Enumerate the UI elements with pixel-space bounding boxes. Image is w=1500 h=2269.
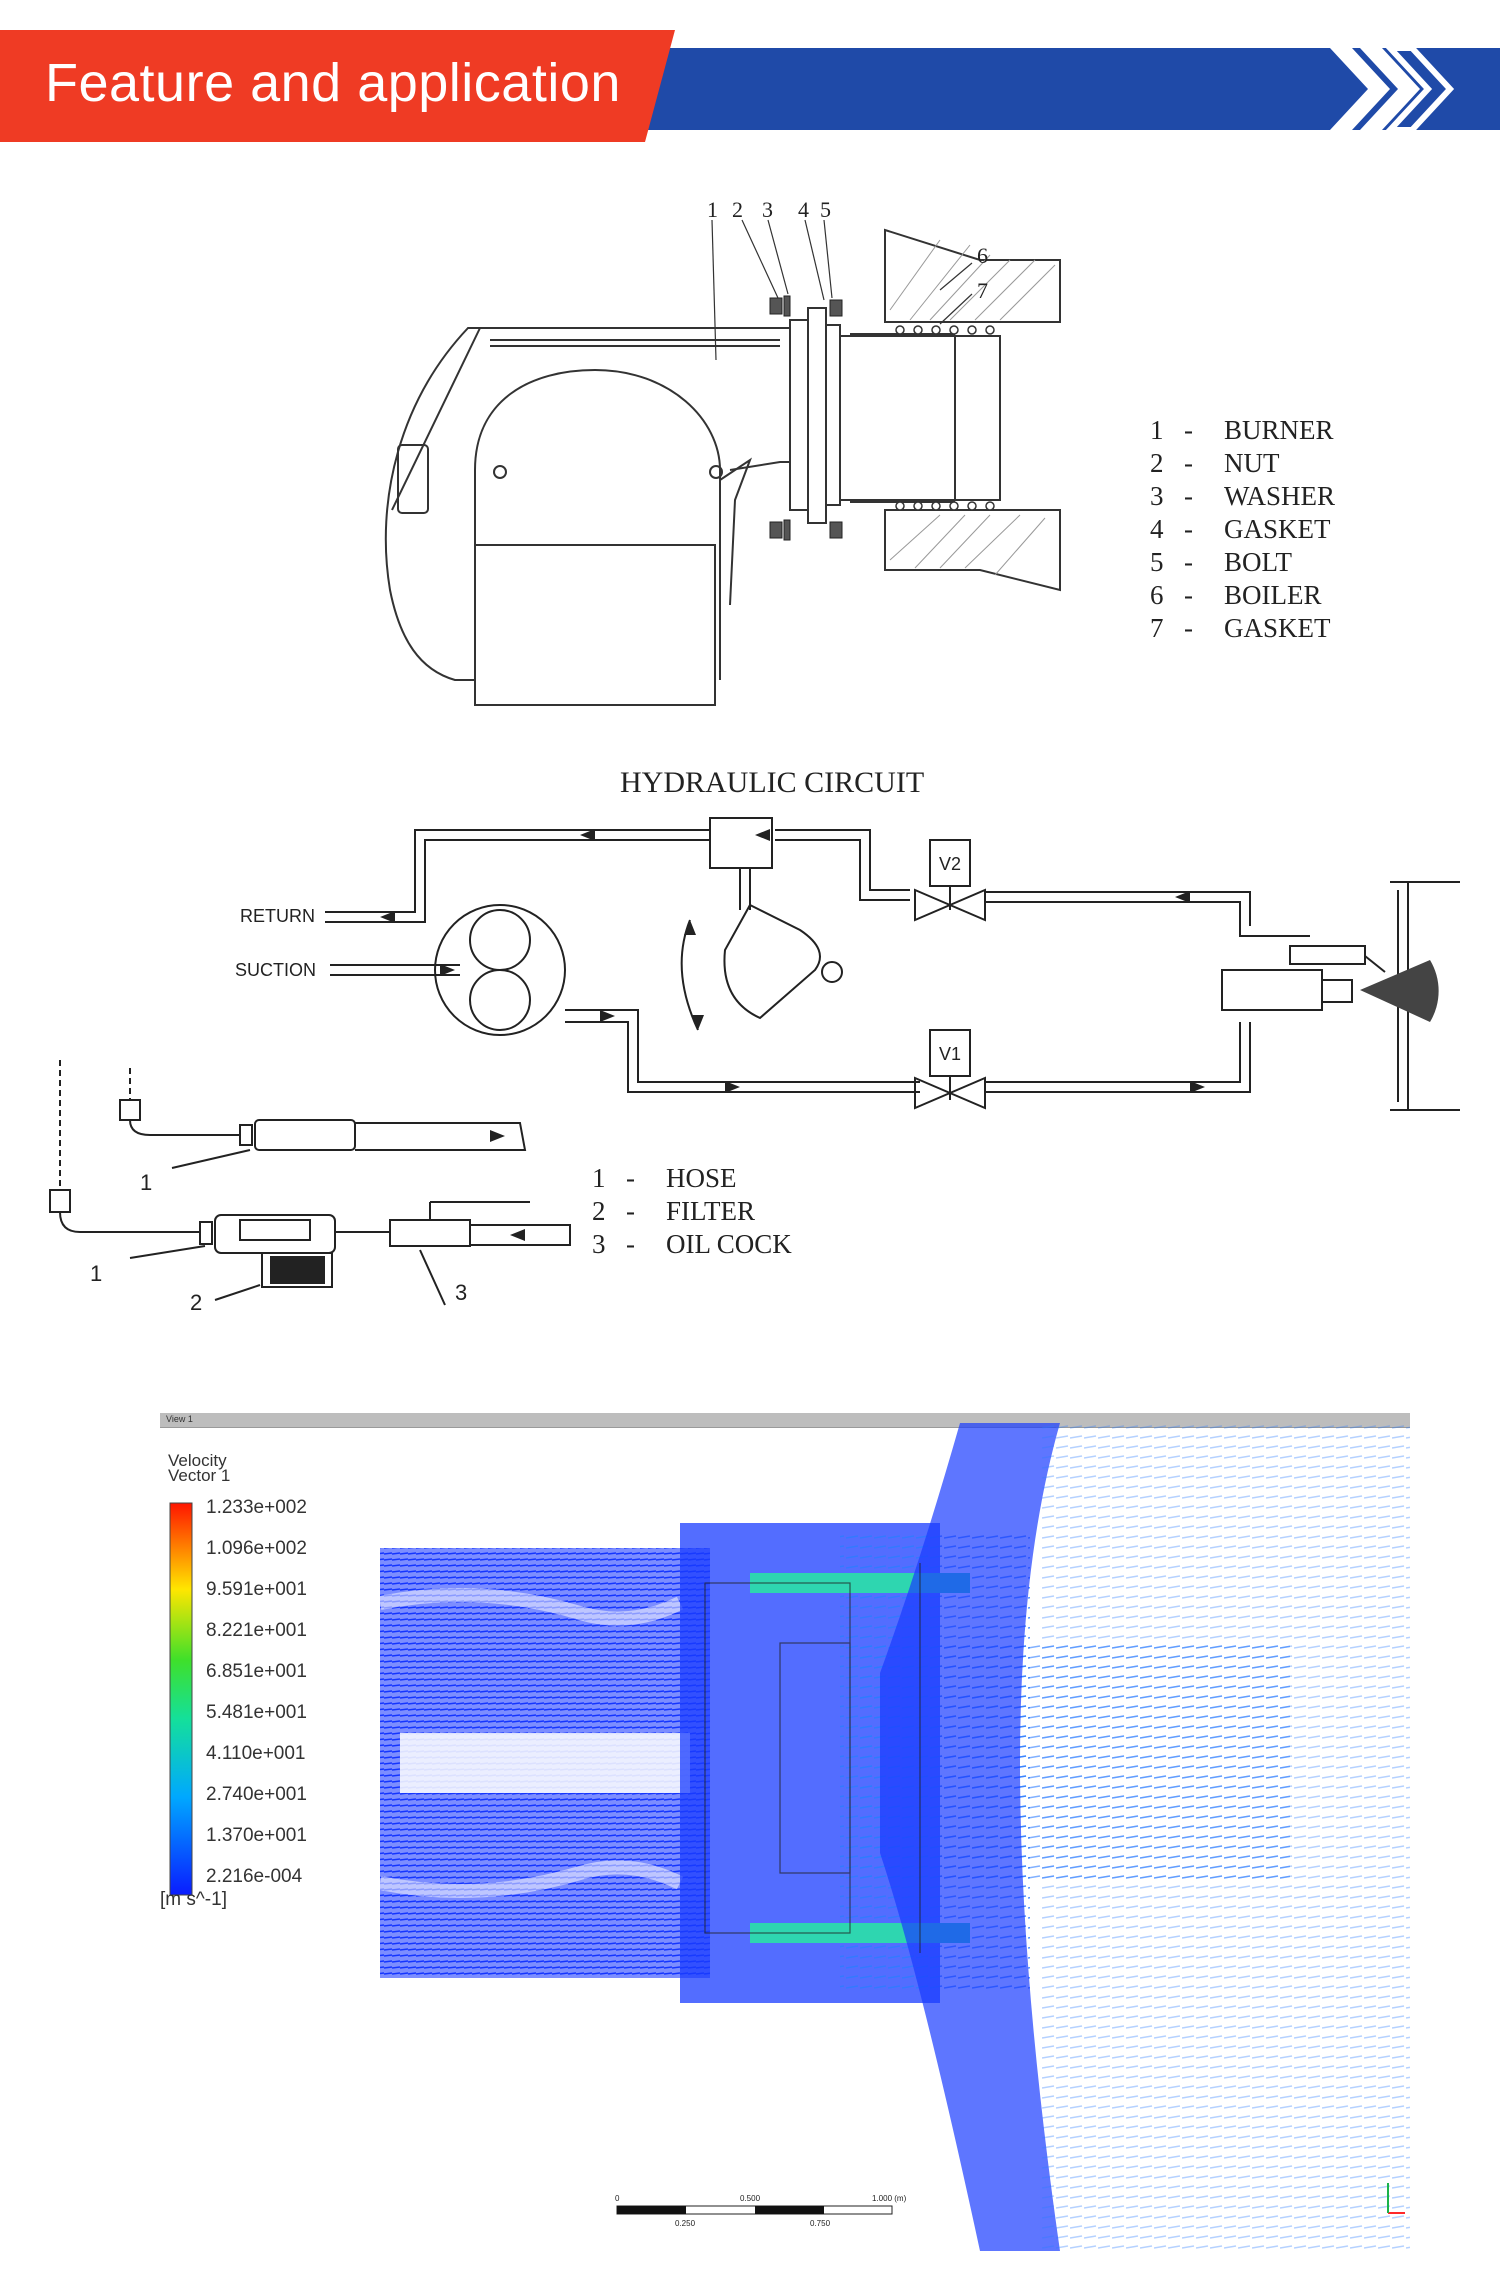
hydraulic-circuit-diagram: HYDRAULIC CIRCUIT RETURN SUCTION	[235, 766, 1460, 1111]
legend-row: 3-OIL COCK	[592, 1229, 792, 1259]
callout-hose-bottom: 1	[90, 1261, 102, 1286]
scale-value: 1.096e+002	[206, 1538, 307, 1559]
supply-parts-legend: 1-HOSE 2-FILTER 3-OIL COCK	[592, 1162, 792, 1261]
callout-1: 1	[707, 200, 718, 222]
valve-v2-label: V2	[939, 854, 961, 874]
section-header: Feature and application	[0, 30, 1500, 142]
legend-row: 5-BOLT	[1150, 547, 1293, 577]
scale-label: 0.250	[675, 2219, 696, 2228]
scale-label: 0.750	[810, 2219, 831, 2228]
callout-5: 5	[820, 200, 831, 222]
view-tab[interactable]: View 1	[166, 1414, 193, 1424]
scale-value: 4.110e+001	[206, 1743, 306, 1764]
scale-value: 1.370e+001	[206, 1825, 307, 1846]
callout-4: 4	[798, 200, 809, 222]
callout-filter: 2	[190, 1290, 202, 1315]
cfd-velocity-plot: View 1 Velocity Vector 1	[160, 1413, 1410, 2251]
hydraulic-title: HYDRAULIC CIRCUIT	[620, 766, 924, 799]
callout-hose-top: 1	[140, 1170, 152, 1195]
legend-row: 1-BURNER	[1150, 415, 1334, 445]
scale-value: 2.216e-004	[206, 1866, 303, 1887]
callout-oil-cock: 3	[455, 1280, 467, 1305]
scale-label: 1.000 (m)	[872, 2194, 907, 2203]
callout-2: 2	[732, 200, 743, 222]
burner-parts-legend: 1-BURNER 2-NUT 3-WASHER 4-GASKET 5-BOLT …	[1150, 414, 1335, 645]
chevrons-icon	[1330, 45, 1455, 133]
scale-value: 6.851e+001	[206, 1661, 307, 1682]
legend-row: 4-GASKET	[1150, 514, 1331, 544]
callout-7: 7	[977, 278, 988, 303]
scale-value: 9.591e+001	[206, 1579, 307, 1600]
velocity-field: 0 0.500 1.000 (m) 0.250 0.750	[169, 1423, 1410, 2251]
units-label: [m s^-1]	[160, 1889, 227, 1910]
legend-row: 1-HOSE	[592, 1163, 737, 1193]
burner-mounting-diagram: 1 2 3 4 5 6 7	[384, 200, 1061, 706]
legend-row: 6-BOILER	[1150, 580, 1322, 610]
legend-row: 3-WASHER	[1150, 481, 1336, 511]
scale-value: 1.233e+002	[206, 1497, 307, 1518]
suction-label: SUCTION	[235, 960, 316, 980]
scale-label: 0.500	[740, 2194, 761, 2203]
scale-value: 5.481e+001	[206, 1702, 307, 1723]
scale-value: 8.221e+001	[206, 1620, 307, 1641]
callout-6: 6	[977, 243, 988, 268]
legend-row: 2-NUT	[1150, 448, 1280, 478]
color-scale-bar	[169, 1502, 193, 1896]
scale-value: 2.740e+001	[206, 1784, 307, 1805]
scale-label: 0	[615, 2194, 620, 2203]
legend-row: 7-GASKET	[1150, 613, 1331, 643]
plot-title: Velocity Vector 1	[168, 1451, 231, 1485]
page-title: Feature and application	[45, 53, 621, 113]
callout-3: 3	[762, 200, 773, 222]
return-label: RETURN	[240, 906, 315, 926]
header-banner	[0, 30, 1500, 142]
supply-line-diagram: 1 1 2 3	[49, 1060, 571, 1315]
valve-v1-label: V1	[939, 1044, 961, 1064]
length-scale-bar	[616, 2205, 893, 2215]
legend-row: 2-FILTER	[592, 1196, 756, 1226]
